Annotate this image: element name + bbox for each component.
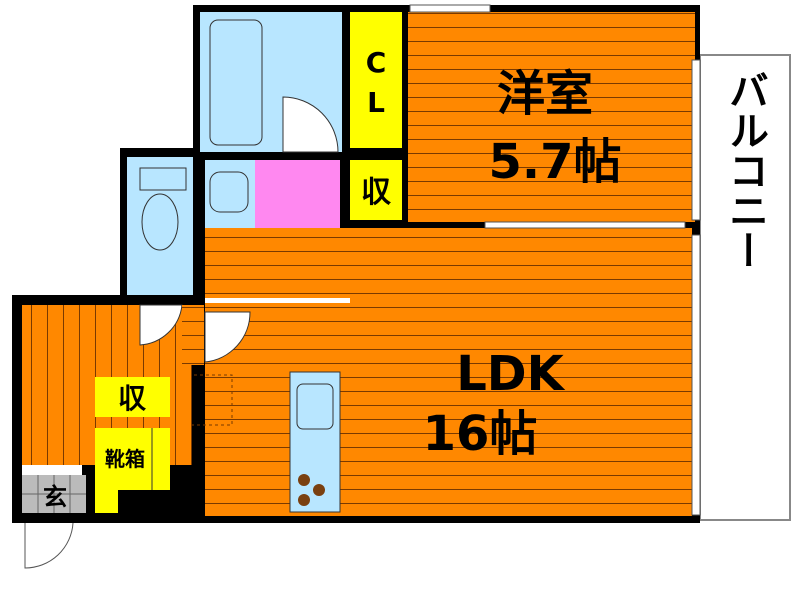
ldk-name: LDK <box>456 346 565 402</box>
kitchen-sink-icon <box>296 383 334 430</box>
toilet-bowl-icon <box>141 193 179 251</box>
bathroom <box>200 12 342 153</box>
sink-icon <box>209 171 249 213</box>
storage-hall: 収 <box>95 377 170 417</box>
door-swing-icon <box>204 311 251 363</box>
kitchen-counter <box>289 371 341 513</box>
toilet-tank-icon <box>139 167 187 191</box>
shoe-box: 靴箱 <box>95 428 198 523</box>
storage-hall-label: 収 <box>118 382 147 415</box>
balcony: バルコニー <box>699 54 791 521</box>
western-room-size: 5.7帖 <box>488 134 621 190</box>
door-swing-icon <box>139 304 183 346</box>
western-room-name: 洋室 <box>497 66 593 122</box>
toilet-room <box>127 157 193 295</box>
ldk: LDK 16帖 <box>181 228 692 516</box>
balcony-label: バルコニー <box>722 70 768 270</box>
windows <box>409 4 701 516</box>
storage-upper: 収 <box>350 160 402 220</box>
closet: C L <box>350 12 402 148</box>
shoe-box-label: 靴箱 <box>105 447 145 471</box>
storage-upper-label: 収 <box>361 175 392 210</box>
entrance-label: 玄 <box>43 483 67 511</box>
door-swing-icon <box>282 96 339 153</box>
closet-label-l: L <box>367 86 385 119</box>
entrance: 玄 <box>22 475 86 569</box>
ldk-size: 16帖 <box>423 406 538 462</box>
entrance-door-swing-icon <box>24 522 74 569</box>
western-room: 洋室 5.7帖 <box>408 12 695 222</box>
closet-label-c: C <box>366 46 387 79</box>
stove-icon <box>298 474 325 506</box>
